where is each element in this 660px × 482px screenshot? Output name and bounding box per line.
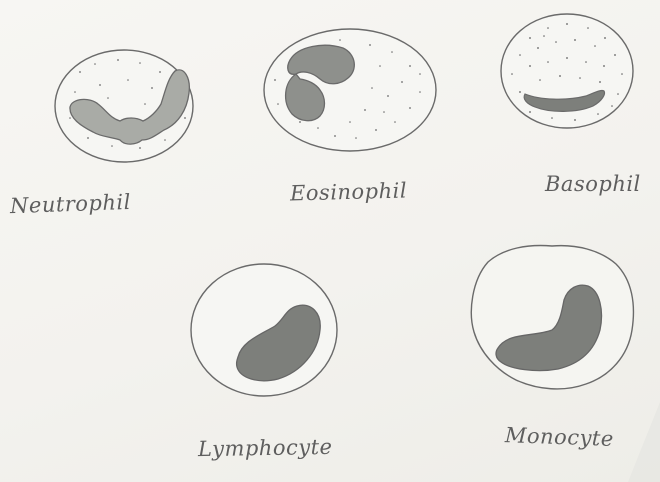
eosinophil-label: Eosinophil: [290, 178, 408, 205]
lymphocyte-cell: [191, 264, 337, 396]
lymphocyte-label: Lymphocyte: [198, 435, 333, 461]
eosinophil-cell: [264, 29, 436, 151]
basophil-label: Basophil: [545, 172, 641, 196]
page-corner-shadow: [610, 402, 660, 482]
neutrophil-cell: [55, 50, 193, 162]
neutrophil-label: Neutrophil: [10, 190, 132, 218]
monocyte-cell: [471, 246, 633, 389]
monocyte-label: Monocyte: [505, 423, 615, 451]
basophil-cell: [501, 14, 633, 128]
